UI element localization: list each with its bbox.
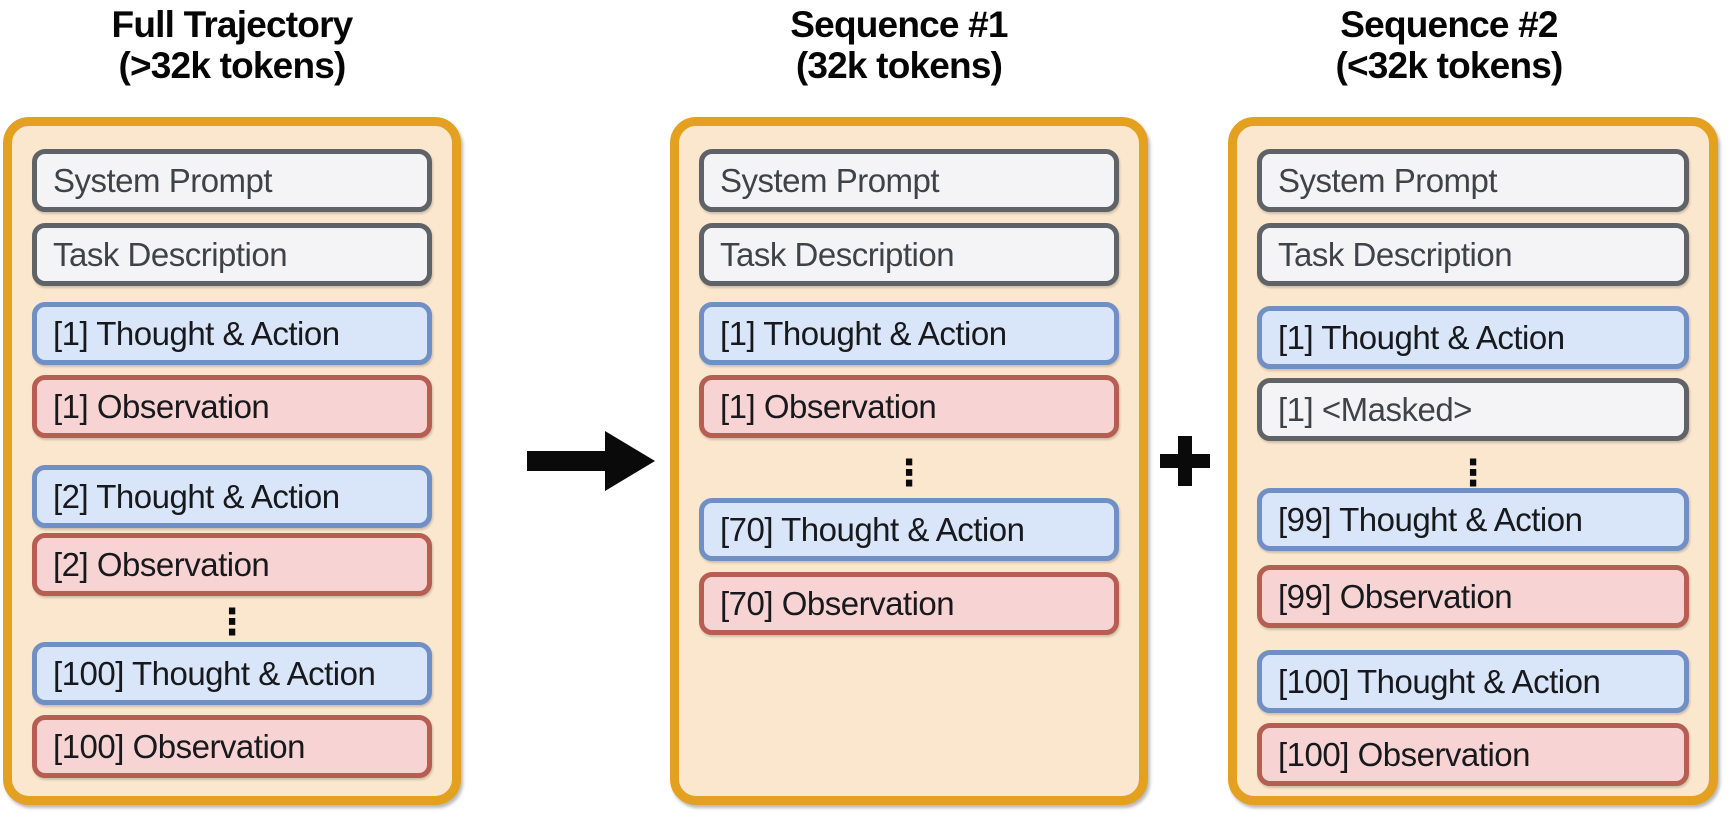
column-title-sequence-1: Sequence #1 (32k tokens) — [660, 4, 1138, 86]
ellipsis-dots: ⋮ — [214, 602, 250, 643]
column-title-sequence-2: Sequence #2 (<32k tokens) — [1204, 4, 1694, 86]
arrow-right-icon — [527, 431, 655, 491]
box-step1-thought-action: [1] Thought & Action — [32, 302, 432, 365]
ellipsis-dots: ⋮ — [1455, 453, 1491, 494]
title-line-2: (<32k tokens) — [1335, 45, 1563, 86]
title-line-1: Sequence #2 — [1340, 4, 1558, 45]
ellipsis-dots: ⋮ — [891, 453, 927, 494]
title-line-1: Full Trajectory — [111, 4, 354, 45]
box-system-prompt: System Prompt — [1257, 149, 1689, 212]
column-title-full-trajectory: Full Trajectory (>32k tokens) — [3, 4, 461, 86]
box-system-prompt: System Prompt — [699, 149, 1119, 212]
title-line-2: (32k tokens) — [795, 45, 1003, 86]
plus-icon — [1160, 436, 1210, 486]
plus-vertical-bar — [1178, 436, 1192, 486]
box-step100-observation: [100] Observation — [1257, 723, 1689, 786]
box-step70-observation: [70] Observation — [699, 572, 1119, 635]
box-step1-observation: [1] Observation — [32, 375, 432, 438]
box-task-description: Task Description — [699, 223, 1119, 286]
title-line-1: Sequence #1 — [790, 4, 1008, 45]
box-step2-thought-action: [2] Thought & Action — [32, 465, 432, 528]
box-system-prompt: System Prompt — [32, 149, 432, 212]
box-task-description: Task Description — [32, 223, 432, 286]
sequence-2-container: System Prompt Task Description [1] Thoug… — [1228, 117, 1718, 805]
box-step1-masked: [1] <Masked> — [1257, 378, 1689, 441]
box-step100-thought-action: [100] Thought & Action — [32, 642, 432, 705]
box-step1-thought-action: [1] Thought & Action — [699, 302, 1119, 365]
box-step70-thought-action: [70] Thought & Action — [699, 498, 1119, 561]
sequence-1-container: System Prompt Task Description [1] Thoug… — [670, 117, 1148, 805]
box-step100-observation: [100] Observation — [32, 715, 432, 778]
box-step1-thought-action: [1] Thought & Action — [1257, 306, 1689, 369]
box-step1-observation: [1] Observation — [699, 375, 1119, 438]
box-task-description: Task Description — [1257, 223, 1689, 286]
full-trajectory-container: System Prompt Task Description [1] Thoug… — [3, 117, 461, 805]
box-step99-observation: [99] Observation — [1257, 565, 1689, 628]
box-step2-observation: [2] Observation — [32, 533, 432, 596]
box-step100-thought-action: [100] Thought & Action — [1257, 650, 1689, 713]
title-line-2: (>32k tokens) — [118, 45, 346, 86]
box-step99-thought-action: [99] Thought & Action — [1257, 488, 1689, 551]
